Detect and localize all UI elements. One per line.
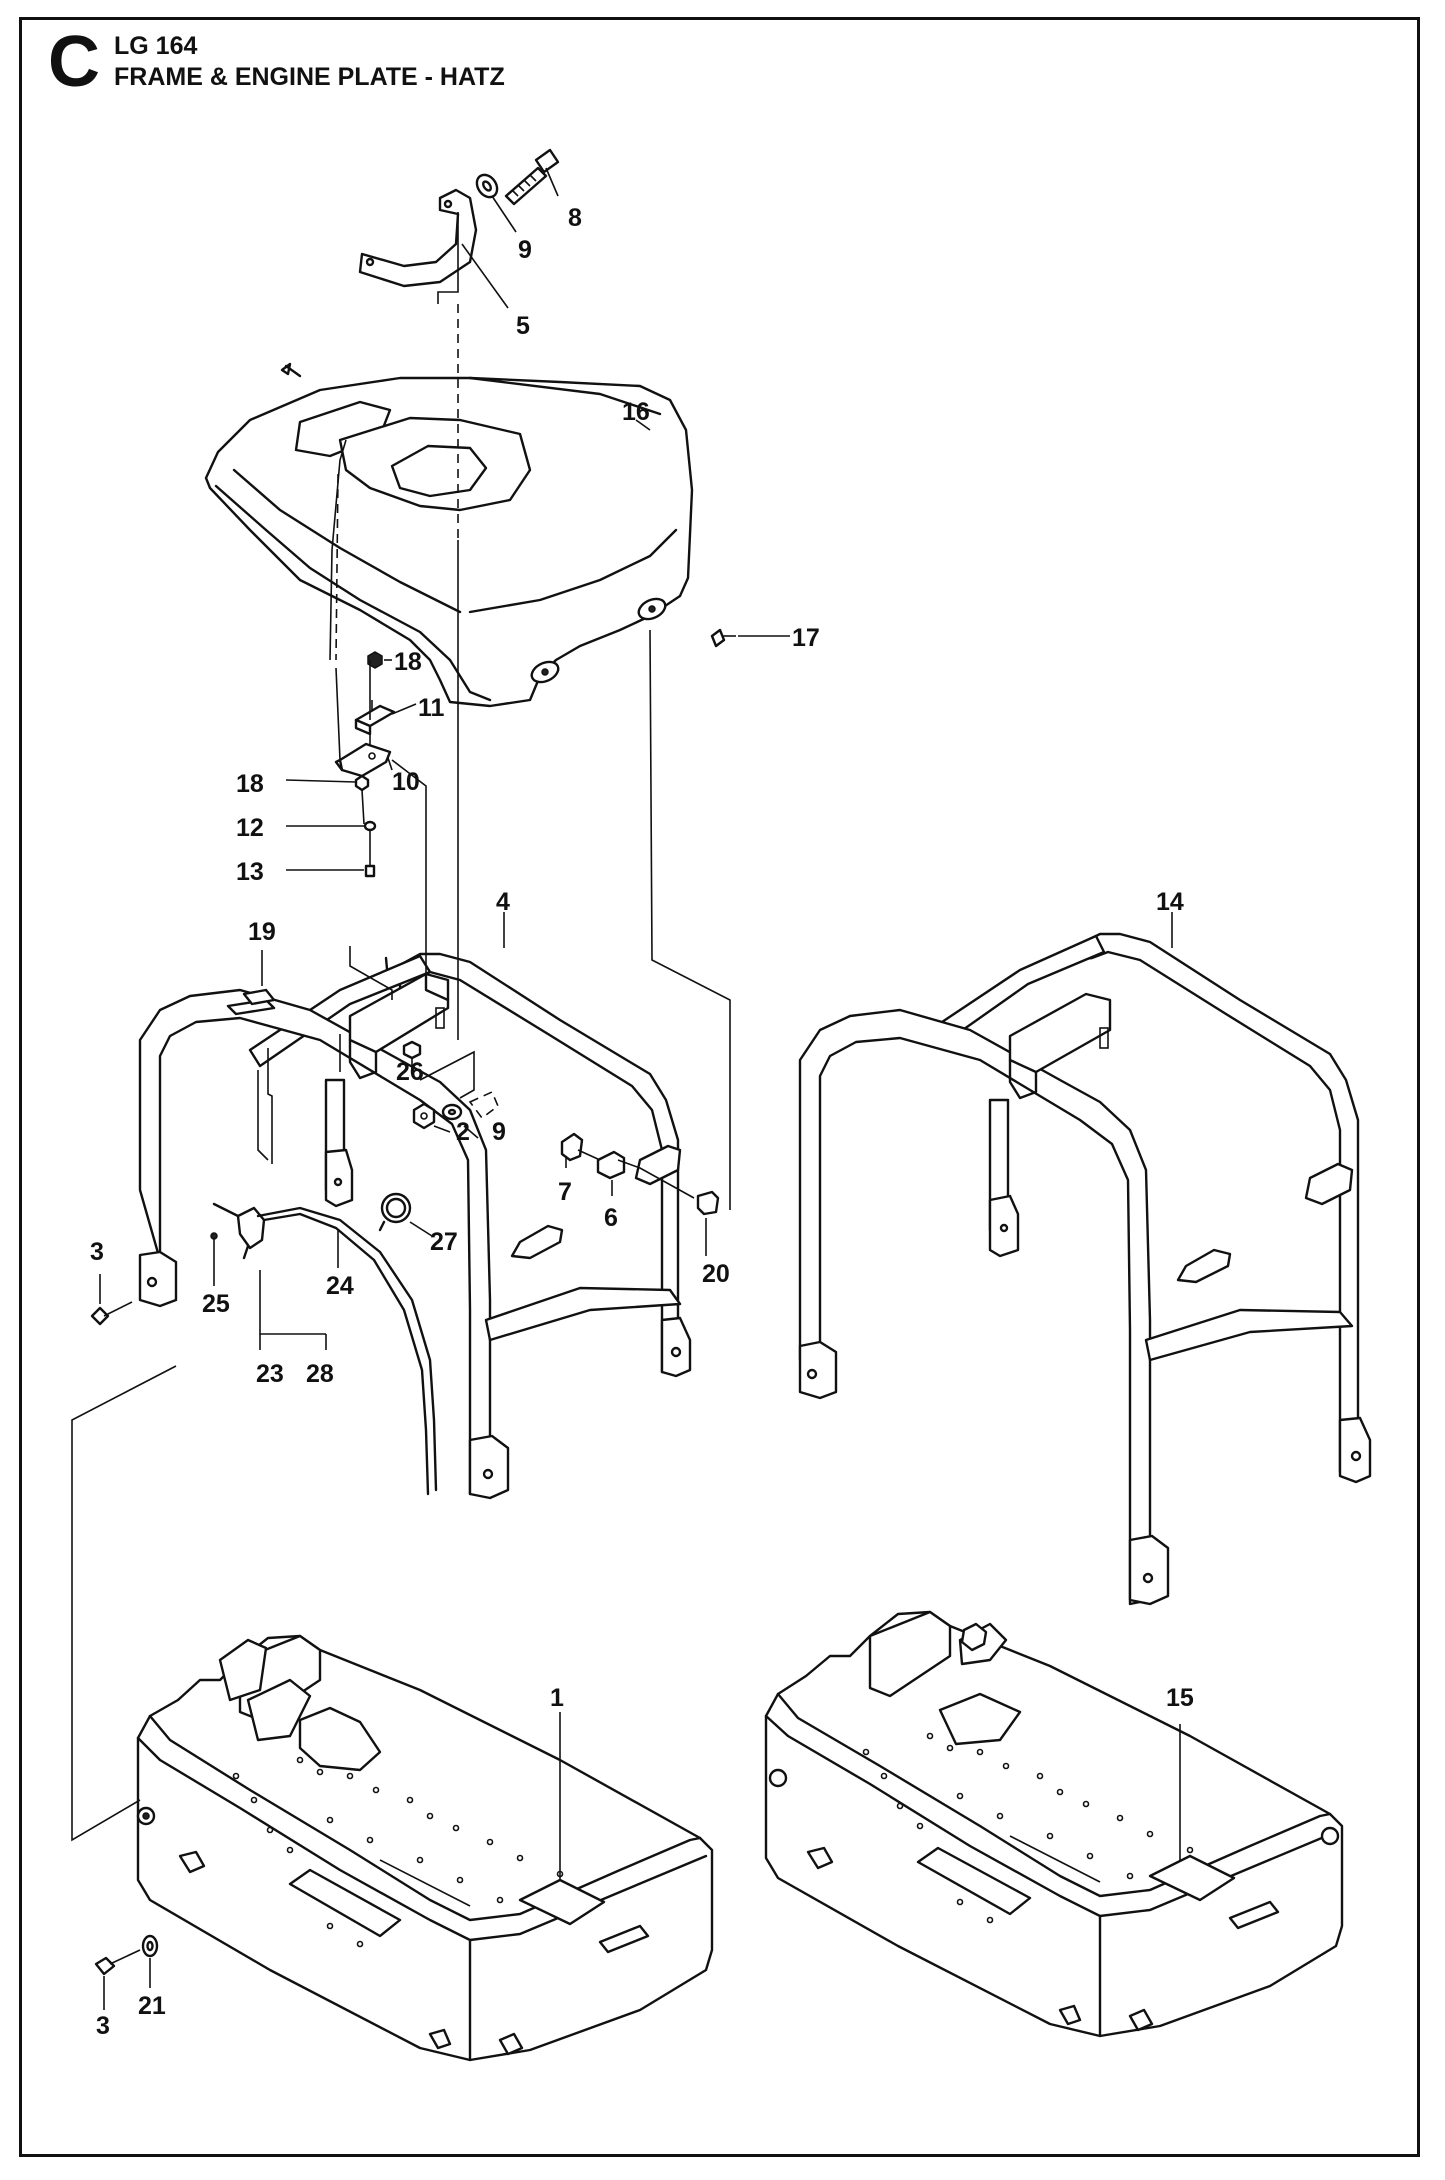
part-1-engine-plate	[136, 1634, 714, 2062]
callout-6: 6	[604, 1204, 618, 1232]
callout-15: 15	[1166, 1684, 1194, 1712]
part-3-bolt-upper	[90, 1301, 133, 1326]
part-3-bolt-lower	[94, 1949, 141, 1976]
part-10-bracket	[334, 742, 392, 778]
callout-26: 26	[396, 1058, 424, 1086]
part-19-pad	[242, 988, 276, 1006]
callout-27: 27	[430, 1228, 458, 1256]
callout-13: 13	[236, 858, 264, 886]
callout-5: 5	[516, 312, 530, 340]
diagram-title: FRAME & ENGINE PLATE - HATZ	[114, 63, 505, 91]
part-27-clamp	[378, 1192, 412, 1232]
part-9-washer-mid	[441, 1103, 463, 1121]
part-17-screw	[710, 628, 736, 648]
hood-top-screw	[280, 362, 302, 378]
callout-18-lower: 18	[236, 770, 264, 798]
part-6-clip	[596, 1150, 626, 1180]
part-25-throttle-lever	[210, 1202, 266, 1260]
callout-16: 16	[622, 398, 650, 426]
callout-24: 24	[326, 1272, 354, 1300]
callout-3-lower: 3	[96, 2012, 110, 2040]
callout-8: 8	[568, 204, 582, 232]
callout-18-upper: 18	[394, 648, 422, 676]
page-border	[19, 17, 1420, 2157]
callout-labels: 8 9 5 16 17 18 11 10 18 12 13 4 19 14 26…	[90, 204, 1194, 2040]
callout-23: 23	[256, 1360, 284, 1388]
part-24-throttle-cable	[256, 1206, 438, 1496]
callout-12: 12	[236, 814, 264, 842]
part-18-nut-lower	[354, 774, 370, 792]
section-letter: C	[48, 22, 100, 102]
callout-11: 11	[418, 694, 445, 722]
callout-19: 19	[248, 918, 276, 946]
callout-2: 2	[456, 1118, 470, 1146]
callout-25: 25	[202, 1290, 230, 1318]
part-2-nut	[412, 1102, 436, 1130]
callout-3-upper: 3	[90, 1238, 104, 1266]
part-7-clip	[560, 1132, 584, 1162]
part-9-washer-top	[475, 173, 499, 199]
part-8-bolt	[504, 148, 560, 206]
model-name: LG 164	[114, 32, 198, 60]
leader-lines	[99, 167, 1181, 2010]
part-21-washer	[141, 1934, 159, 1958]
mount-stud-dashed	[468, 1090, 499, 1120]
part-16-engine-hood	[204, 376, 694, 708]
part-18-nut-upper	[367, 651, 383, 669]
part-12-washer	[363, 820, 377, 832]
callout-9: 9	[518, 236, 532, 264]
part-13-bolt	[364, 852, 376, 878]
callout-28: 28	[306, 1360, 334, 1388]
callout-7: 7	[558, 1178, 572, 1206]
part-20-clip	[696, 1190, 720, 1216]
part-4-roll-frame	[138, 952, 692, 1500]
callout-17: 17	[792, 624, 820, 652]
part-26-nut	[402, 1040, 422, 1060]
callout-1: 1	[550, 1684, 564, 1712]
part-11-bracket	[354, 700, 396, 736]
callout-9-mid: 9	[492, 1118, 506, 1146]
callout-21: 21	[138, 1992, 166, 2020]
part-14-roll-frame	[798, 932, 1372, 1606]
callout-20: 20	[702, 1260, 730, 1288]
callout-4: 4	[496, 888, 510, 916]
part-15-engine-plate	[764, 1610, 1344, 2038]
assembly-lines	[71, 212, 731, 1842]
callout-10: 10	[392, 768, 420, 796]
callout-14: 14	[1156, 888, 1184, 916]
